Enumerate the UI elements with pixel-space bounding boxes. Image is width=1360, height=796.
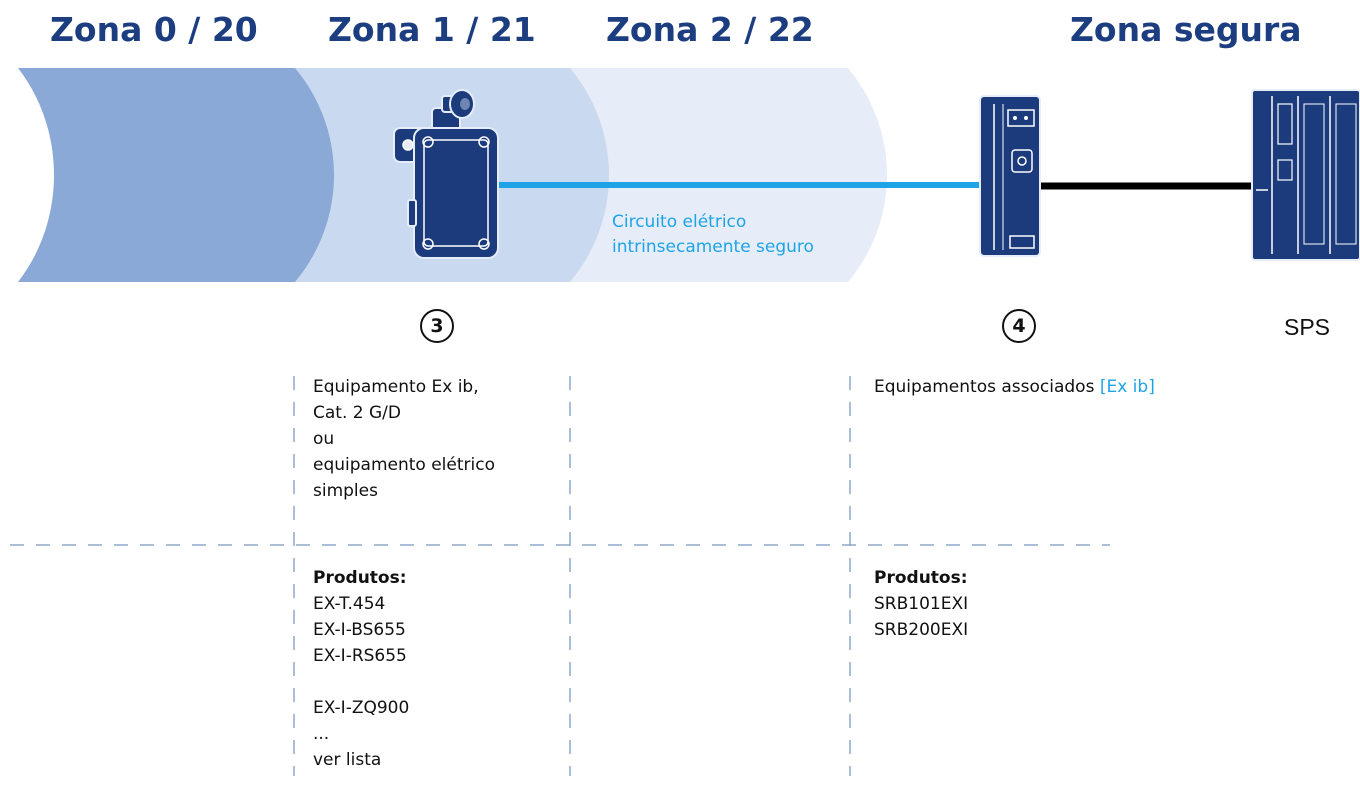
position-switch-icon: [393, 89, 499, 259]
product-item: SRB200EXI: [874, 620, 969, 640]
device-4-products: Produtos: SRB101EXI SRB200EXI: [874, 565, 968, 643]
device-4-number-badge: 4: [1002, 309, 1036, 343]
description-line: simples: [313, 481, 378, 501]
zone-0-band: [18, 68, 334, 282]
dashed-dividers: [10, 376, 1110, 776]
zone-2-band: [560, 68, 887, 282]
ex-ib-marking: [Ex ib]: [1099, 377, 1155, 397]
safety-relay-module-icon: [979, 95, 1041, 257]
zone-2-title: Zona 2 / 22: [606, 10, 814, 49]
products-heading: Produtos:: [313, 568, 407, 588]
sps-label: SPS: [1284, 314, 1331, 340]
product-item: EX-T.454: [313, 594, 386, 614]
description-line: Cat. 2 G/D: [313, 403, 401, 423]
device-4-description: Equipamentos associados [Ex ib]: [874, 374, 1155, 400]
description-text: Equipamentos associados: [874, 377, 1095, 397]
zone-1-title: Zona 1 / 21: [328, 10, 536, 49]
see-list-link[interactable]: ver lista: [313, 750, 382, 770]
plc-icon: [1251, 89, 1360, 261]
cable-label-line-1: Circuito elétrico: [612, 212, 747, 232]
cable-label-line-2: intrinsecamente seguro: [612, 237, 814, 257]
products-heading: Produtos:: [874, 568, 968, 588]
product-item: SRB101EXI: [874, 594, 969, 614]
device-3-number-badge: 3: [420, 309, 454, 343]
product-item: EX-I-RS655: [313, 646, 407, 666]
description-line: Equipamento Ex ib,: [313, 377, 479, 397]
safe-zone-title: Zona segura: [1070, 10, 1302, 49]
description-line: ou: [313, 429, 335, 449]
device-3-description: Equipamento Ex ib, Cat. 2 G/D ou equipam…: [313, 374, 495, 504]
zone-0-title: Zona 0 / 20: [50, 10, 258, 49]
intrinsically-safe-circuit-label: Circuito elétrico intrinsecamente seguro: [612, 210, 814, 260]
device-3-products: Produtos: EX-T.454 EX-I-BS655 EX-I-RS655…: [313, 565, 409, 773]
product-item: EX-I-ZQ900: [313, 698, 410, 718]
more-ellipsis: ...: [313, 724, 330, 744]
description-line: equipamento elétrico: [313, 455, 495, 475]
product-item: EX-I-BS655: [313, 620, 406, 640]
